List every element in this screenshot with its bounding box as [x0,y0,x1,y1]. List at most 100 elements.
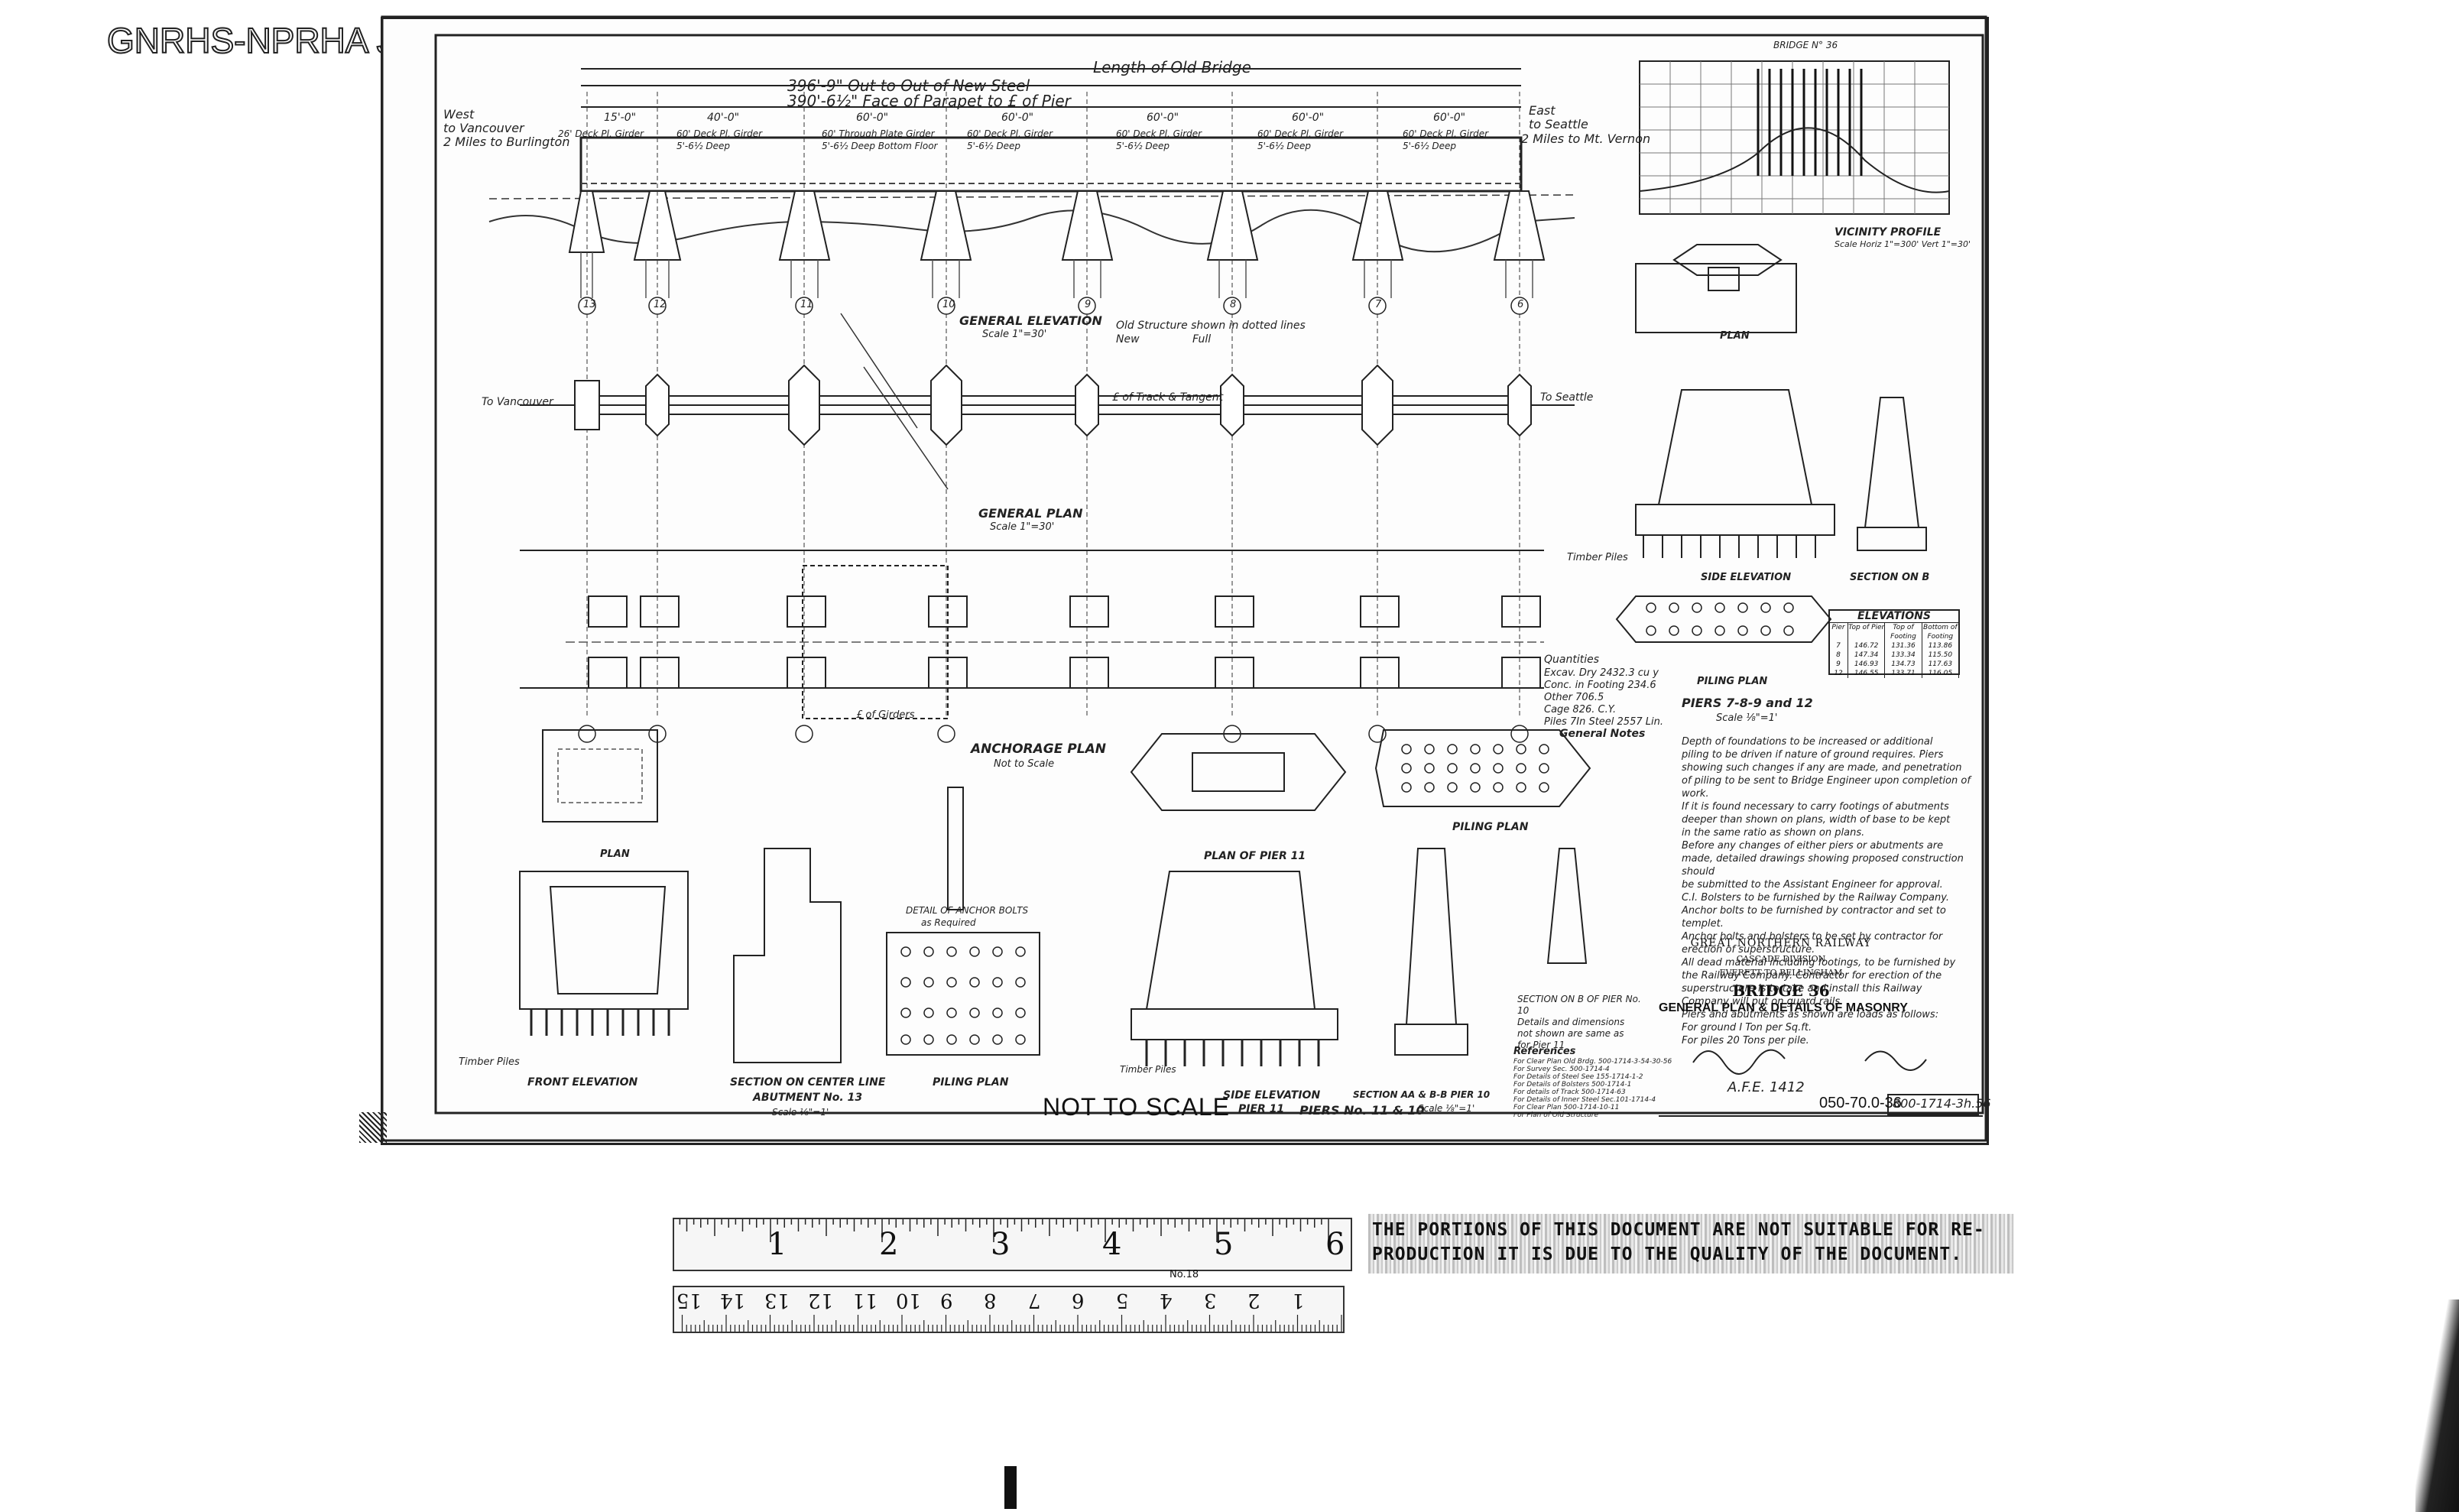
cm-mark: 4 [1160,1289,1173,1312]
reference-number: 800-1714-3h.56 [1893,1096,1991,1111]
cm-mark: 7 [1027,1289,1041,1312]
cm-mark: 10 [896,1289,922,1312]
anchorage-title: ANCHORAGE PLAN [971,741,1106,757]
railway-name: GREAT NORTHERN RAILWAY [1690,937,1872,949]
plan-pier-11: PLAN OF PIER 11 [1204,850,1306,862]
general-note-line: erection of superstructure. [1682,944,1815,956]
span-4-note: 5'-6½ Deep [967,141,1020,151]
notice-line-2: PRODUCTION IT IS DUE TO THE QUALITY OF T… [1372,1244,1963,1264]
quantities-line-3: Other 706.5 [1544,692,1604,703]
inch-mark-2: 2 [879,1227,899,1262]
elevations-table-cell: 146.93 [1848,660,1886,669]
timber-piles-mid: Timber Piles [1120,1064,1176,1075]
elevations-table-cell: 146.55 [1848,669,1886,678]
section-b-tr: SECTION ON B [1850,572,1930,583]
elevations-table-cell: 115.50 [1922,651,1959,660]
span-7-note: 5'-6½ Deep [1403,141,1456,151]
general-note-line: C.I. Bolsters to be furnished by the Rai… [1682,892,1950,904]
general-note-line: be submitted to the Assistant Engineer f… [1682,879,1943,891]
quantities-line-1: Excav. Dry 2432.3 cu y [1544,667,1659,679]
general-note-line: Anchor bolts to be furnished by contract… [1682,905,1946,930]
cm-mark: 6 [1072,1289,1085,1312]
old-legend-new: New [1116,333,1140,346]
elevations-table-cell: 9 [1829,660,1848,669]
cm-mark: 14 [720,1289,746,1312]
general-note-line: of piling to be sent to Bridge Engineer … [1682,775,1971,800]
span-6-note: 5'-6½ Deep [1257,141,1311,151]
quantities-line-4: Cage 826. C.Y. [1544,704,1617,715]
burlington-label: 2 Miles to Burlington [443,135,570,149]
general-note-line: Before any changes of either piers or ab… [1682,840,1944,852]
not-to-scale-stamp: NOT TO SCALE [1043,1093,1230,1121]
west-label: West [443,107,475,122]
side-elevation-tr: SIDE ELEVATION [1701,572,1792,583]
anchor-bolt-req: as Required [921,917,976,928]
reference-line: For Plan of Old Structure [1513,1111,1599,1119]
span-5-note: 5'-6½ Deep [1116,141,1169,151]
cm-mark: 15 [676,1289,702,1312]
reference-line: For Details of Steel See 155-1714-1-2 [1513,1073,1643,1081]
elevations-table-cell: 117.63 [1922,660,1959,669]
dim-face-parapet: 390'-6½" Face of Parapet to £ of Pier [787,92,1071,110]
to-seattle-label: to Seattle [1529,117,1588,131]
general-note-line: showing such changes if any are made, an… [1682,762,1962,774]
vicinity-bridge: BRIDGE N° 36 [1773,40,1838,50]
notice-line-1: THE PORTIONS OF THIS DOCUMENT ARE NOT SU… [1372,1220,1985,1240]
mt-vernon-label: 2 Miles to Mt. Vernon [1521,131,1651,146]
span-3-girder: 60' Through Plate Girder [822,128,935,139]
scan-edge-shadow [2415,1299,2459,1512]
pier-11-label: PIER 11 [1238,1103,1285,1115]
elevations-table-cell: 8 [1829,651,1848,660]
elevations-table-cell: 7 [1829,641,1848,651]
general-note-line: For ground I Ton per Sq.ft. [1682,1022,1812,1033]
elevations-table-cell: 146.72 [1848,641,1886,651]
plan-label-tr: PLAN [1720,330,1750,342]
anchorage-scale: Not to Scale [994,758,1055,770]
track-tangent: £ of Track & Tangent [1112,391,1224,404]
span-7-girder: 60' Deck Pl. Girder [1403,128,1489,139]
general-note-line: superstructure is to take and install th… [1682,983,1922,994]
elevations-table-cell: 113.86 [1922,641,1959,651]
cm-mark: 1 [1291,1289,1305,1312]
reference-line: For Clear Plan Old Brdg. 500-1714-3-54-3… [1513,1058,1672,1066]
elevations-table-cell: 131.36 [1885,641,1922,651]
scan-mark [1004,1466,1017,1509]
cm-mark: 3 [1203,1289,1217,1312]
quantities-line-5: Piles 7In Steel 2557 Lin. [1544,716,1663,728]
cm-ruler-ticks [681,1315,1342,1332]
general-note-line: piling to be driven if nature of ground … [1682,749,1944,761]
pier-mark-6: 6 [1517,299,1524,310]
plan-to-vancouver: To Vancouver [482,396,553,408]
plan-to-seattle: To Seattle [1540,391,1594,404]
old-legend-full: Full [1192,333,1212,346]
general-note-line: If it is found necessary to carry footin… [1682,801,1949,813]
elevations-table-head-cell: Top of Footing [1885,623,1922,641]
span-3-length: 60'-0" [856,112,889,124]
abutment-scale: Scale ⅛"=1' [772,1107,829,1118]
elevations-table-head-cell: Top of Pier [1848,623,1886,641]
route-name: EVERETT TO BELLINGHAM [1719,968,1843,978]
span-2-note: 5'-6½ Deep [676,141,730,151]
elevations-table-cell: 12 [1829,669,1848,678]
inch-ruler-ticks [679,1219,1329,1242]
elevations-table-title: ELEVATIONS [1829,610,1959,623]
reference-line: For details of Track 500-1714-63 [1513,1089,1626,1096]
reference-line: For Details of Bolsters 500-1714-1 [1513,1081,1632,1089]
pier-mark-9: 9 [1085,299,1092,310]
references-body: For Clear Plan Old Brdg. 500-1714-3-54-3… [1513,1058,1697,1119]
section-center-line: SECTION ON CENTER LINE [730,1076,886,1089]
reference-line: For Survey Sec. 500-1714-4 [1513,1066,1610,1073]
general-elevation-scale: Scale 1"=30' [982,329,1047,340]
afe-number: A.F.E. 1412 [1727,1079,1805,1095]
general-plan-title: GENERAL PLAN [978,506,1083,521]
elevations-table-cell: 134.73 [1885,660,1922,669]
span-6-girder: 60' Deck Pl. Girder [1257,128,1344,139]
dim-old-bridge: Length of Old Bridge [1093,58,1251,76]
ruler-model: No.18 [1169,1269,1199,1280]
